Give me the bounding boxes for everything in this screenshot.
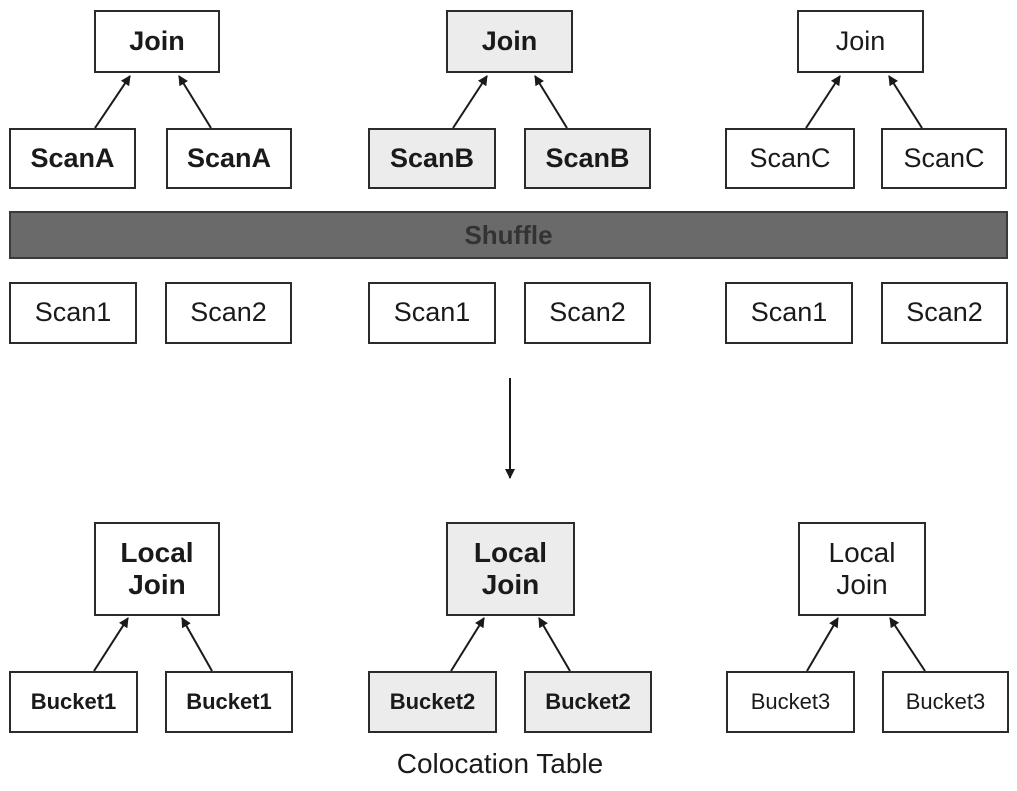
- bucket-3-right: Bucket3: [882, 671, 1009, 733]
- bucket-1-left: Bucket1: [9, 671, 138, 733]
- arrow: [534, 75, 568, 129]
- scan-a-left: ScanA: [9, 128, 136, 189]
- arrow: [805, 75, 841, 129]
- arrow: [452, 75, 488, 129]
- scan-b-right: ScanB: [524, 128, 651, 189]
- base-scan-1-group-3: Scan1: [725, 282, 853, 344]
- join-box-a: Join: [94, 10, 220, 73]
- bucket-2-right: Bucket2: [524, 671, 652, 733]
- arrow: [94, 75, 131, 129]
- arrow: [806, 617, 839, 672]
- join-box-c: Join: [797, 10, 924, 73]
- base-scan-1-group-2: Scan1: [368, 282, 496, 344]
- base-scan-2-group-1: Scan2: [165, 282, 292, 344]
- arrow: [450, 617, 485, 672]
- local-join-box-3: Local Join: [798, 522, 926, 616]
- base-scan-2-group-3: Scan2: [881, 282, 1008, 344]
- arrow: [178, 75, 212, 129]
- base-scan-1-group-1: Scan1: [9, 282, 137, 344]
- shuffle-bar: Shuffle: [9, 211, 1008, 259]
- base-scan-2-group-2: Scan2: [524, 282, 651, 344]
- bucket-1-right: Bucket1: [165, 671, 293, 733]
- scan-c-left: ScanC: [725, 128, 855, 189]
- arrow: [538, 617, 571, 672]
- bucket-3-left: Bucket3: [726, 671, 855, 733]
- arrow: [888, 75, 923, 129]
- local-join-box-2: Local Join: [446, 522, 575, 616]
- arrow: [181, 617, 213, 672]
- scan-b-left: ScanB: [368, 128, 496, 189]
- bucket-2-left: Bucket2: [368, 671, 497, 733]
- local-join-box-1: Local Join: [94, 522, 220, 616]
- scan-a-right: ScanA: [166, 128, 292, 189]
- scan-c-right: ScanC: [881, 128, 1007, 189]
- caption: Colocation Table: [396, 748, 604, 779]
- join-box-b: Join: [446, 10, 573, 73]
- arrow: [93, 617, 129, 672]
- arrow: [889, 617, 926, 672]
